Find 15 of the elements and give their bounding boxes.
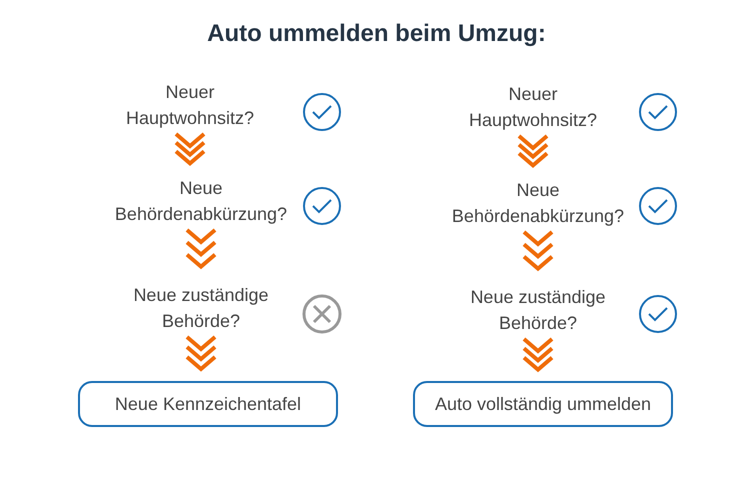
chevron-arrow bbox=[174, 132, 206, 166]
question-text: Neue zuständige Behörde? bbox=[95, 281, 307, 335]
question-text: Neue zuständige Behörde? bbox=[432, 283, 644, 337]
chevron-arrow bbox=[185, 335, 217, 372]
chevron-arrow bbox=[522, 230, 554, 272]
result-box: Auto vollständig ummelden bbox=[413, 381, 673, 427]
chevron-arrow bbox=[517, 134, 549, 168]
chevron-arrow bbox=[522, 337, 554, 372]
result-box: Neue Kennzeichentafel bbox=[78, 381, 338, 427]
chevron-arrow bbox=[185, 228, 217, 270]
question-text: Neue Behördenabkürzung? bbox=[432, 176, 644, 230]
question-text: Neue Behördenabkürzung? bbox=[95, 174, 307, 228]
question-text: Neuer Hauptwohnsitz? bbox=[110, 78, 270, 132]
title: Auto ummelden beim Umzug: bbox=[206, 20, 547, 48]
question-text: Neuer Hauptwohnsitz? bbox=[445, 80, 621, 134]
